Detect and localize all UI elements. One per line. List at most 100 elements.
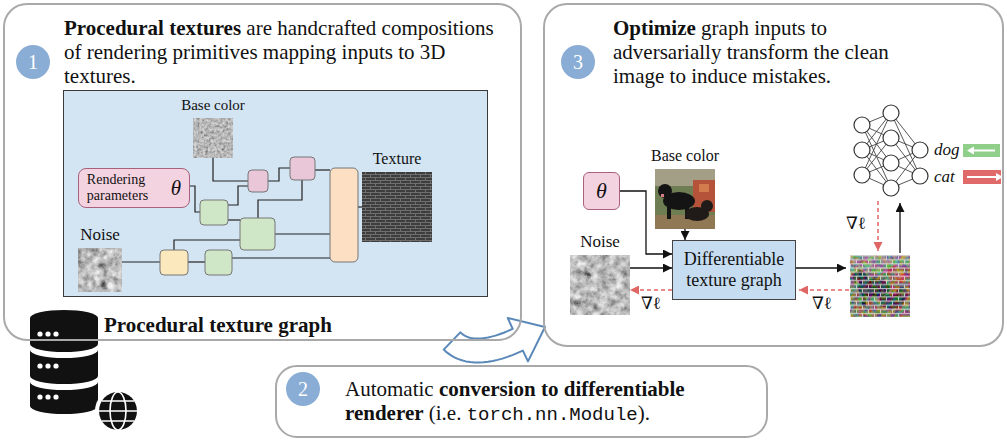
database-icon xyxy=(99,392,137,430)
bold-text: Procedural textures xyxy=(64,16,241,40)
graph-background xyxy=(63,90,488,297)
badge-number: 3 xyxy=(573,52,583,72)
gradient-label: ∇ℓ xyxy=(812,294,832,314)
rendering-primitive xyxy=(248,170,268,192)
flow-arrow xyxy=(899,203,900,253)
flow-arrow xyxy=(877,201,879,251)
score-bar xyxy=(963,144,1000,157)
texture-input: Noise xyxy=(570,233,630,315)
database-icon xyxy=(53,363,58,368)
neural-network xyxy=(883,130,899,146)
rendering-primitive xyxy=(330,168,358,262)
database-icon xyxy=(37,331,42,336)
neural-network xyxy=(883,105,899,121)
texture-input: Base color xyxy=(180,96,246,158)
database-icon xyxy=(30,318,98,352)
neural-network xyxy=(854,105,928,196)
step-badge: 3 xyxy=(561,45,595,79)
graph-wire xyxy=(268,168,290,181)
gradient-label: ∇ℓ xyxy=(639,294,663,314)
graph-wire xyxy=(358,206,362,207)
graph-wire xyxy=(315,169,330,170)
graph-wire xyxy=(213,158,248,181)
connector-line xyxy=(630,289,672,291)
graph-panel: Procedural texture graphBase colorRender… xyxy=(63,90,488,297)
neural-network xyxy=(883,155,899,171)
rendering-primitive xyxy=(240,218,275,250)
box-label: Rendering parameters xyxy=(87,172,165,204)
parameter-box: θ xyxy=(583,172,620,210)
box-label: θ xyxy=(171,176,181,201)
adversarial-image xyxy=(850,255,910,317)
database-icon xyxy=(37,363,42,368)
body-text: Automatic xyxy=(345,377,434,401)
graph-wire xyxy=(228,219,240,220)
texture-image xyxy=(362,172,432,242)
badge-number: 2 xyxy=(298,379,308,399)
step-badge: 2 xyxy=(286,372,320,406)
flow-arrow xyxy=(799,289,849,291)
rendering-primitive xyxy=(160,250,188,275)
panel: Automaticconversion to differentiable re… xyxy=(275,365,768,438)
database-icon xyxy=(45,331,50,336)
graph-wire xyxy=(122,261,160,262)
score-bar xyxy=(972,150,995,152)
gradient-label: ∇ℓ xyxy=(846,214,866,234)
image-area xyxy=(570,255,630,315)
score-bar xyxy=(996,173,1003,181)
text-block: Procedural texture graph xyxy=(104,313,332,337)
database-icon xyxy=(45,363,50,368)
texture-input: Base color xyxy=(649,147,721,229)
class-label: cat xyxy=(934,167,955,187)
graph-background xyxy=(63,90,488,297)
box-label: Differentiable texture graph xyxy=(679,249,789,291)
neural-network xyxy=(854,117,870,133)
photo-image xyxy=(655,169,715,229)
connector-line xyxy=(684,229,685,240)
neural-network xyxy=(912,142,928,158)
body-text: ). xyxy=(638,401,650,425)
database-icon xyxy=(37,394,42,399)
texture-output: Texture xyxy=(362,150,432,242)
badge-number: 1 xyxy=(28,52,38,72)
rendering-primitive xyxy=(205,250,232,275)
score-bar xyxy=(963,144,1003,184)
rendering-primitive xyxy=(200,200,228,225)
image-label: Texture xyxy=(362,150,432,168)
texture-image xyxy=(570,255,630,315)
step-badge: 1 xyxy=(16,45,50,79)
graph-wire xyxy=(188,261,205,262)
adversarial-image xyxy=(850,255,910,317)
neural-network xyxy=(854,105,928,196)
graph-wire xyxy=(228,186,248,205)
database-icon xyxy=(30,382,98,414)
bold-text: Procedural texture graph xyxy=(104,313,332,337)
image-label: Noise xyxy=(570,233,630,251)
image-area xyxy=(649,169,721,229)
score-bar xyxy=(967,176,997,178)
texture-image xyxy=(193,118,233,158)
image-label: Base color xyxy=(180,96,246,114)
database-icon xyxy=(53,331,58,336)
flow-arrow xyxy=(795,267,846,268)
panel: Procedural texturesare handcrafted compo… xyxy=(3,3,522,341)
graph-wire xyxy=(190,186,200,212)
texture-input: Noise xyxy=(78,226,122,292)
text-block: Optimizegraph inputs to adversarially tr… xyxy=(613,16,913,88)
neural-network xyxy=(883,180,899,196)
score-bar xyxy=(967,147,974,155)
code-text: torch.nn.Module xyxy=(467,404,638,426)
adversarial-image xyxy=(850,255,910,317)
database-icon xyxy=(45,394,50,399)
database-icon xyxy=(53,394,58,399)
database-icon xyxy=(30,350,98,384)
flow-arrow xyxy=(795,201,900,290)
rendering-primitive xyxy=(290,157,315,180)
neural-network xyxy=(912,168,928,184)
graph-wire xyxy=(275,233,330,234)
image-area xyxy=(180,118,246,158)
database-icon xyxy=(99,401,137,421)
database-icon xyxy=(99,392,137,430)
image-label: Base color xyxy=(649,147,721,165)
